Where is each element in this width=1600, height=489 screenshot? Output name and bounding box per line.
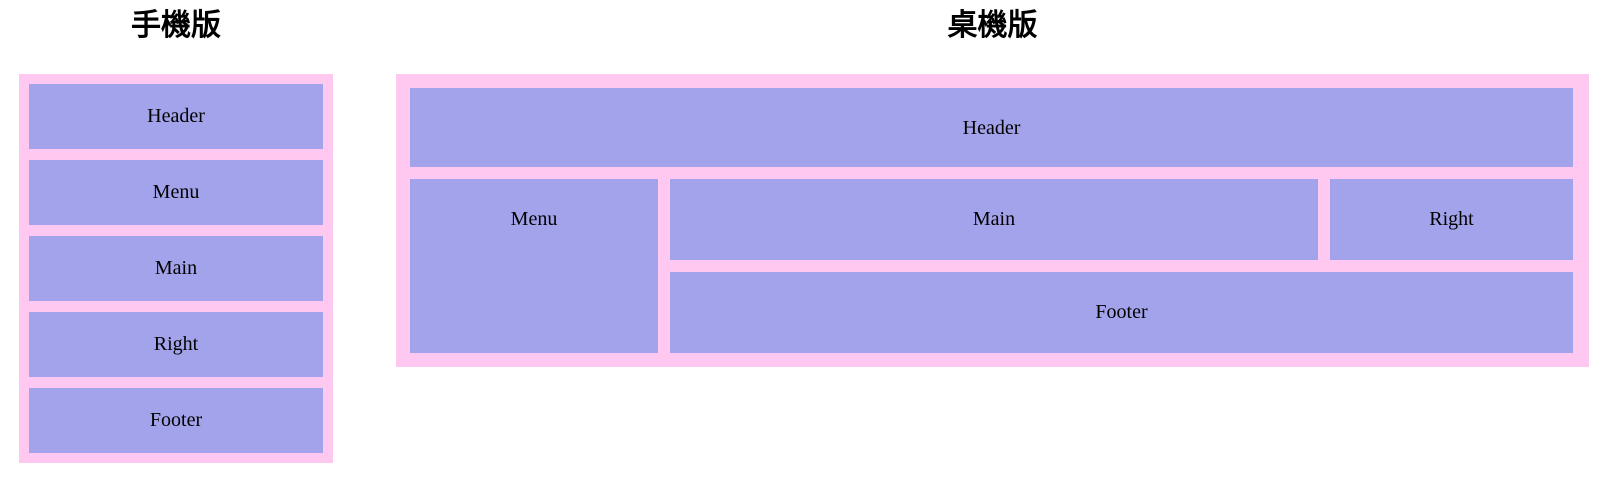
mobile-header-box: Header [29,84,323,149]
mobile-section-title: 手機版 [131,9,221,42]
mobile-menu-box: Menu [29,160,323,225]
mobile-main-box: Main [29,236,323,301]
desktop-section-title: 桌機版 [947,9,1038,42]
mobile-layout-frame: Header Menu Main Right Footer [19,74,333,463]
desktop-layout-section: 桌機版 Header Menu Main Right Footer [396,0,1589,367]
mobile-footer-box: Footer [29,388,323,453]
desktop-header-box: Header [410,88,1573,167]
mobile-right-box: Right [29,312,323,377]
desktop-layout-frame: Header Menu Main Right Footer [396,74,1589,367]
desktop-menu-box: Menu [410,179,658,353]
mobile-layout-section: 手機版 Header Menu Main Right Footer [19,0,333,463]
layout-comparison: 手機版 Header Menu Main Right Footer 桌機版 He… [19,0,1589,463]
desktop-main-box: Main [670,179,1318,260]
desktop-footer-box: Footer [670,272,1573,353]
desktop-right-box: Right [1330,179,1573,260]
